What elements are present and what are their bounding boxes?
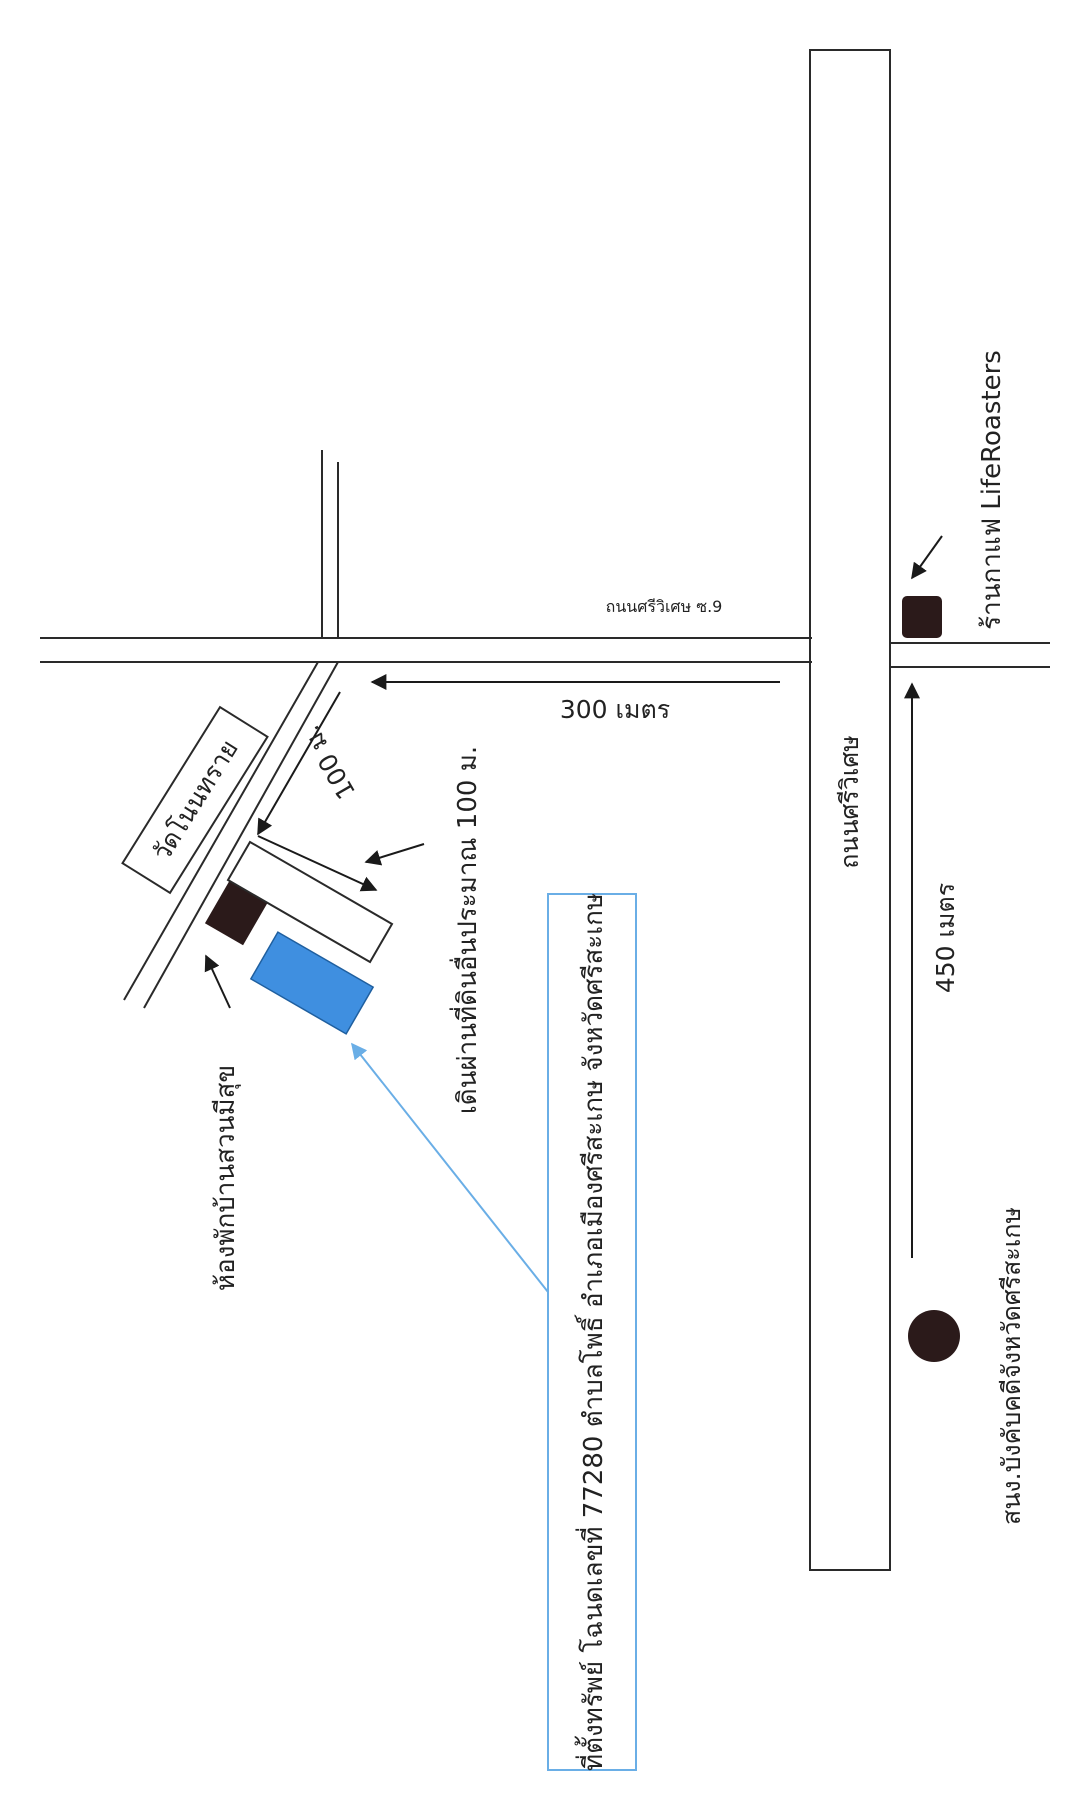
dist-100-arrow xyxy=(257,691,341,836)
walkway-dimension xyxy=(257,835,378,892)
walkway-arrow xyxy=(364,843,425,866)
main-road-label: ถนนศรีวิเศษ xyxy=(835,735,864,869)
soi-road-label: ถนนศรีวิเศษ ซ.9 xyxy=(606,597,723,616)
property-parcel xyxy=(249,931,375,1035)
main-road xyxy=(809,49,891,1571)
cafe-arrow xyxy=(911,535,943,580)
dist-300-label: 300 เมตร xyxy=(560,695,670,724)
cafe-marker-icon xyxy=(902,596,942,638)
dorm-label: ห้องพักบ้านสวนมีสุข xyxy=(211,1065,241,1291)
property-callout-box xyxy=(547,893,637,1771)
diagonal-lane-left xyxy=(123,661,319,1001)
office-marker-icon xyxy=(908,1310,960,1362)
cafe-label: ร้านกาแฟ LifeRoasters xyxy=(977,350,1007,630)
office-label: สนง.บังคับคดีจังหวัดศรีสะเกษ xyxy=(997,1207,1026,1525)
dist-450-label: 450 เมตร xyxy=(931,883,960,993)
property-arrow xyxy=(351,1042,549,1293)
walkway-strip xyxy=(226,840,394,964)
dist-100-label: 100 ม. xyxy=(296,720,361,804)
dorm-arrow xyxy=(204,954,231,1009)
diagonal-lane-right xyxy=(143,661,339,1009)
property-label: ที่ตั้งทรัพย์ โฉนดเลขที่ 77280 ตำบลโพธิ์… xyxy=(574,893,609,1771)
temple-box: วัดโนนทราย xyxy=(121,705,269,895)
walkway-label: เดินผ่านที่ดินอื่นประมาณ 100 ม. xyxy=(449,746,483,1114)
